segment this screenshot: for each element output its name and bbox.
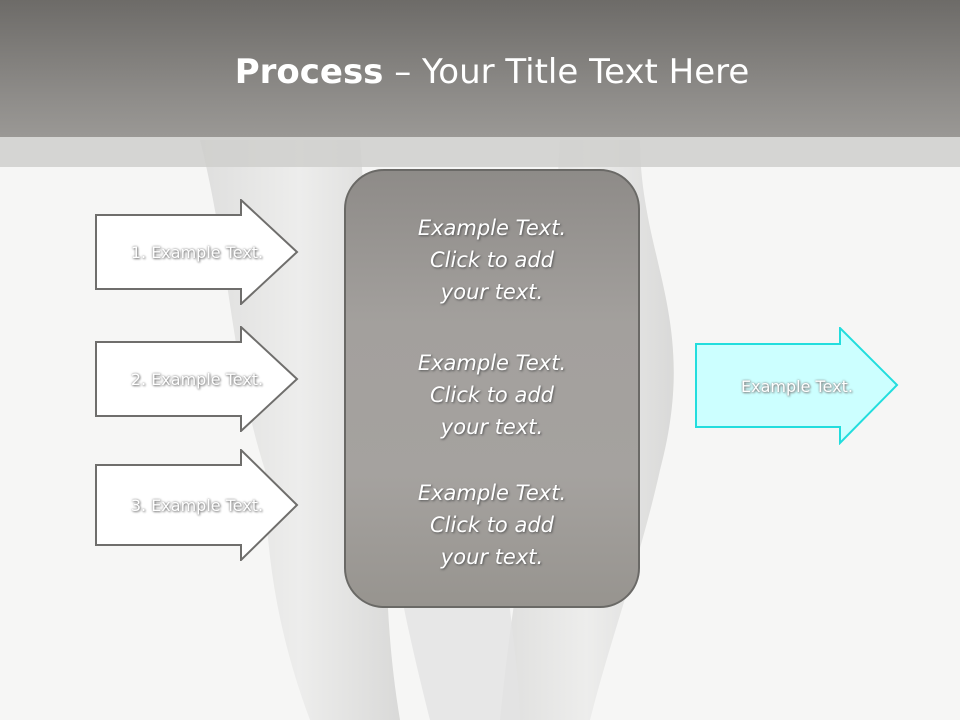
process-box[interactable]	[344, 169, 640, 608]
input-arrow-2[interactable]: 2. Example Text.	[95, 326, 299, 432]
process-text-1[interactable]: Example Text. Click to add your text.	[417, 216, 567, 304]
input-arrow-3[interactable]: 3. Example Text.	[95, 449, 299, 561]
input-arrow-label: 2. Example Text.	[130, 369, 264, 389]
title-strip	[0, 137, 960, 167]
arrow-shape	[95, 449, 299, 561]
arrow-shape	[95, 326, 299, 432]
arrow-shape	[695, 327, 899, 445]
input-arrow-label: 1. Example Text.	[130, 242, 264, 262]
input-arrow-1[interactable]: 1. Example Text.	[95, 199, 299, 305]
output-arrow[interactable]: Example Text.	[695, 327, 899, 445]
slide-title[interactable]: Process – Your Title Text Here	[0, 52, 960, 92]
input-arrow-label: 3. Example Text.	[130, 495, 264, 515]
title-rest: – Your Title Text Here	[383, 52, 750, 92]
process-text-2[interactable]: Example Text. Click to add your text.	[417, 351, 567, 439]
title-bold: Process	[234, 52, 384, 92]
title-bar	[0, 0, 960, 137]
output-arrow-label: Example Text.	[741, 376, 853, 396]
arrow-shape	[95, 199, 299, 305]
process-text-3[interactable]: Example Text. Click to add your text.	[417, 481, 567, 569]
